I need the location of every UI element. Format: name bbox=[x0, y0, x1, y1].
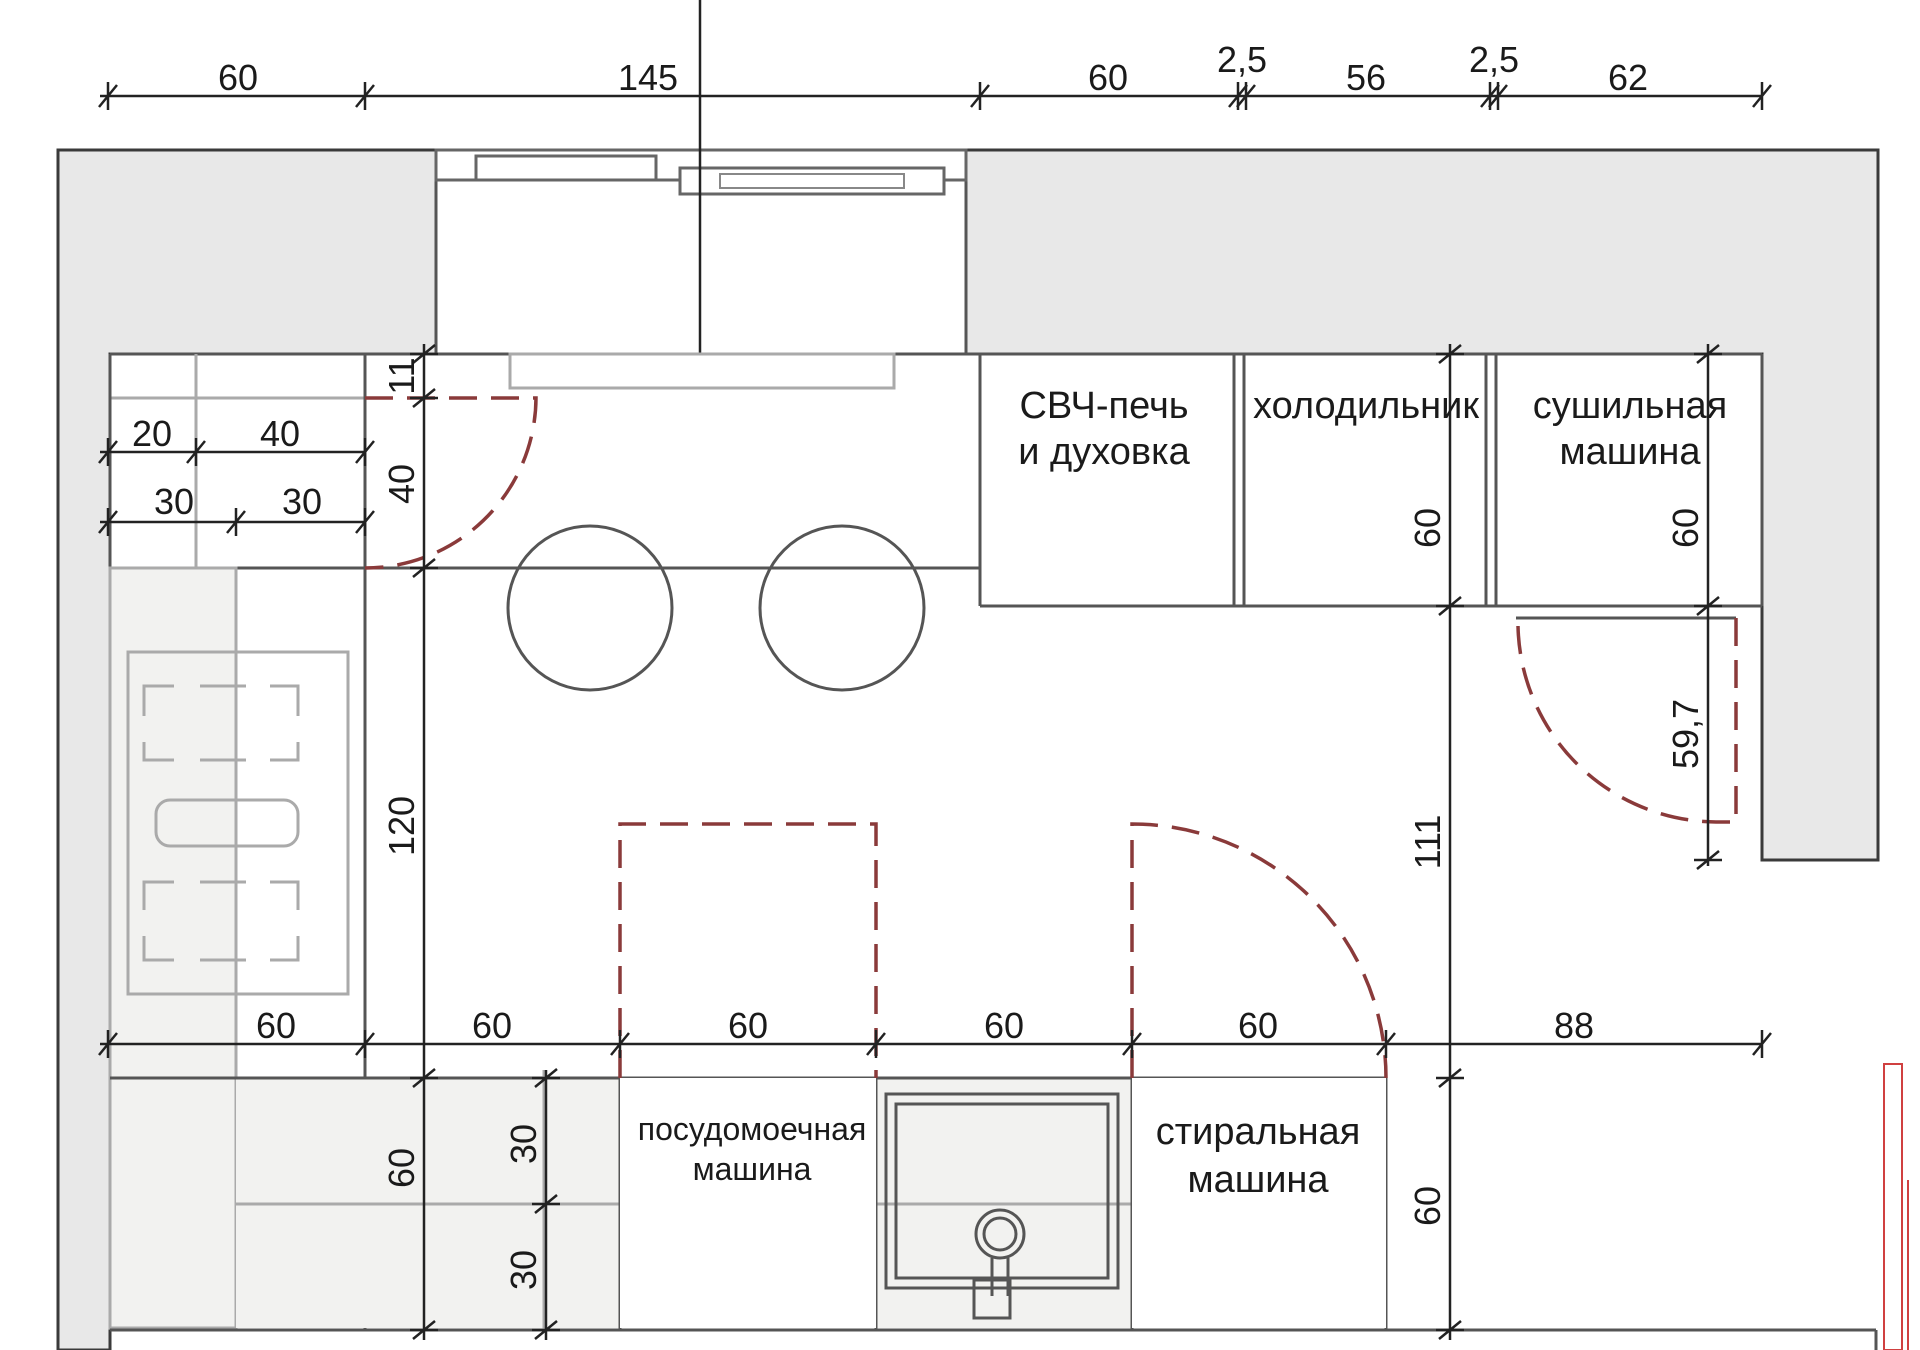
dim-top-4: 2,5 bbox=[1217, 39, 1267, 80]
tall-appliances bbox=[978, 354, 1764, 620]
dimension-tick bbox=[226, 508, 246, 536]
dim-top-1: 60 bbox=[218, 57, 258, 98]
dim-bottom-6: 88 bbox=[1554, 1005, 1594, 1046]
dimension-tick bbox=[1436, 1068, 1464, 1088]
dimension-tick bbox=[970, 82, 990, 110]
bar-stool-2 bbox=[758, 524, 926, 692]
dimension-ticks bbox=[98, 82, 1772, 1340]
dimension-tick bbox=[1694, 596, 1722, 616]
dim-left-v-3: 120 bbox=[381, 796, 422, 856]
dim-top-6: 2,5 bbox=[1469, 39, 1519, 80]
dimension-tick bbox=[355, 82, 375, 110]
dim-right-v-2: 60 bbox=[1665, 508, 1706, 548]
dim-right-v-4: 111 bbox=[1407, 815, 1448, 870]
dim-bottom-4: 60 bbox=[984, 1005, 1024, 1046]
dimension-tick bbox=[1436, 596, 1464, 616]
sink-outer bbox=[884, 1092, 1120, 1290]
label-dryer-1: сушильная bbox=[1533, 385, 1727, 427]
dimension-tick bbox=[1376, 1030, 1396, 1058]
dim-right-v-3: 59,7 bbox=[1665, 699, 1706, 769]
dimension-tick bbox=[532, 1194, 560, 1214]
dim-left-v-4: 60 bbox=[381, 1148, 422, 1188]
sink-inner bbox=[894, 1102, 1110, 1280]
dimension-tick bbox=[355, 508, 375, 536]
dimension-tick bbox=[355, 438, 375, 466]
bottom-counter bbox=[110, 1063, 1909, 1350]
dimension-tick bbox=[98, 1030, 118, 1058]
dimension-tick bbox=[1752, 1030, 1772, 1058]
dimension-tick bbox=[1236, 82, 1256, 110]
dim-bottom-v-3: 60 bbox=[1407, 1186, 1448, 1226]
dimension-tick bbox=[866, 1030, 886, 1058]
dim-left-r1-1: 20 bbox=[132, 413, 172, 454]
dim-top-2: 145 bbox=[618, 57, 678, 98]
dimensions-top: 60 145 60 2,5 56 2,5 62 bbox=[218, 39, 1648, 98]
label-dishwasher-2: машина bbox=[693, 1151, 812, 1187]
dimension-tick bbox=[98, 82, 118, 110]
dim-left-r2-2: 30 bbox=[282, 481, 322, 522]
dimension-tick bbox=[1752, 82, 1772, 110]
dimension-tick bbox=[355, 1030, 375, 1058]
dimension-tick bbox=[1694, 850, 1722, 870]
dimension-lines bbox=[100, 94, 1762, 1340]
dimension-tick bbox=[186, 438, 206, 466]
label-washer-1: стиральная bbox=[1156, 1111, 1361, 1153]
dimension-tick bbox=[98, 438, 118, 466]
label-dishwasher-1: посудомоечная bbox=[638, 1111, 867, 1147]
dim-top-5: 56 bbox=[1346, 57, 1386, 98]
dimension-tick bbox=[610, 1030, 630, 1058]
label-washer-2: машина bbox=[1187, 1159, 1329, 1201]
hob bbox=[126, 650, 350, 996]
dim-bottom-v-2: 30 bbox=[503, 1250, 544, 1290]
dim-bottom-1: 60 bbox=[256, 1005, 296, 1046]
dimension-tick bbox=[410, 344, 438, 364]
dimensions-right: 60 60 59,7 111 bbox=[1407, 508, 1706, 869]
dim-top-7: 62 bbox=[1608, 57, 1648, 98]
dimension-tick bbox=[532, 1320, 560, 1340]
dim-left-r2-1: 30 bbox=[154, 481, 194, 522]
dimension-tick bbox=[1122, 1030, 1142, 1058]
dim-bottom-5: 60 bbox=[1238, 1005, 1278, 1046]
dimension-tick bbox=[410, 1320, 438, 1340]
label-fridge: холодильник bbox=[1253, 385, 1479, 427]
bar-stool-1 bbox=[506, 524, 674, 692]
dimension-tick bbox=[1436, 344, 1464, 364]
dimensions-bottom: 60 60 60 60 60 88 30 30 60 bbox=[256, 1005, 1594, 1290]
dim-right-v-1: 60 bbox=[1407, 508, 1448, 548]
dim-bottom-3: 60 bbox=[728, 1005, 768, 1046]
dimension-tick bbox=[410, 388, 438, 408]
door-swings bbox=[364, 396, 1738, 1079]
dim-bottom-v-1: 30 bbox=[503, 1124, 544, 1164]
dimension-tick bbox=[1488, 82, 1508, 110]
dim-top-3: 60 bbox=[1088, 57, 1128, 98]
dim-left-r1-2: 40 bbox=[260, 413, 300, 454]
dimension-tick bbox=[1436, 1320, 1464, 1340]
dim-left-v-2: 40 bbox=[381, 464, 422, 504]
label-microwave-oven-1: СВЧ-печь bbox=[1019, 385, 1188, 427]
label-dryer-2: машина bbox=[1559, 431, 1701, 473]
label-microwave-oven-2: и духовка bbox=[1018, 431, 1190, 473]
dimensions-left: 20 40 30 30 11 40 120 60 bbox=[132, 357, 422, 1188]
dimension-tick bbox=[532, 1068, 560, 1088]
dim-bottom-2: 60 bbox=[472, 1005, 512, 1046]
dimension-tick bbox=[98, 508, 118, 536]
dim-left-v-1: 11 bbox=[381, 357, 422, 394]
dimension-tick bbox=[410, 1068, 438, 1088]
dimension-tick bbox=[410, 558, 438, 578]
appliance-labels: СВЧ-печь и духовка холодильник сушильная… bbox=[638, 385, 1727, 1201]
dimension-tick bbox=[1694, 344, 1722, 364]
